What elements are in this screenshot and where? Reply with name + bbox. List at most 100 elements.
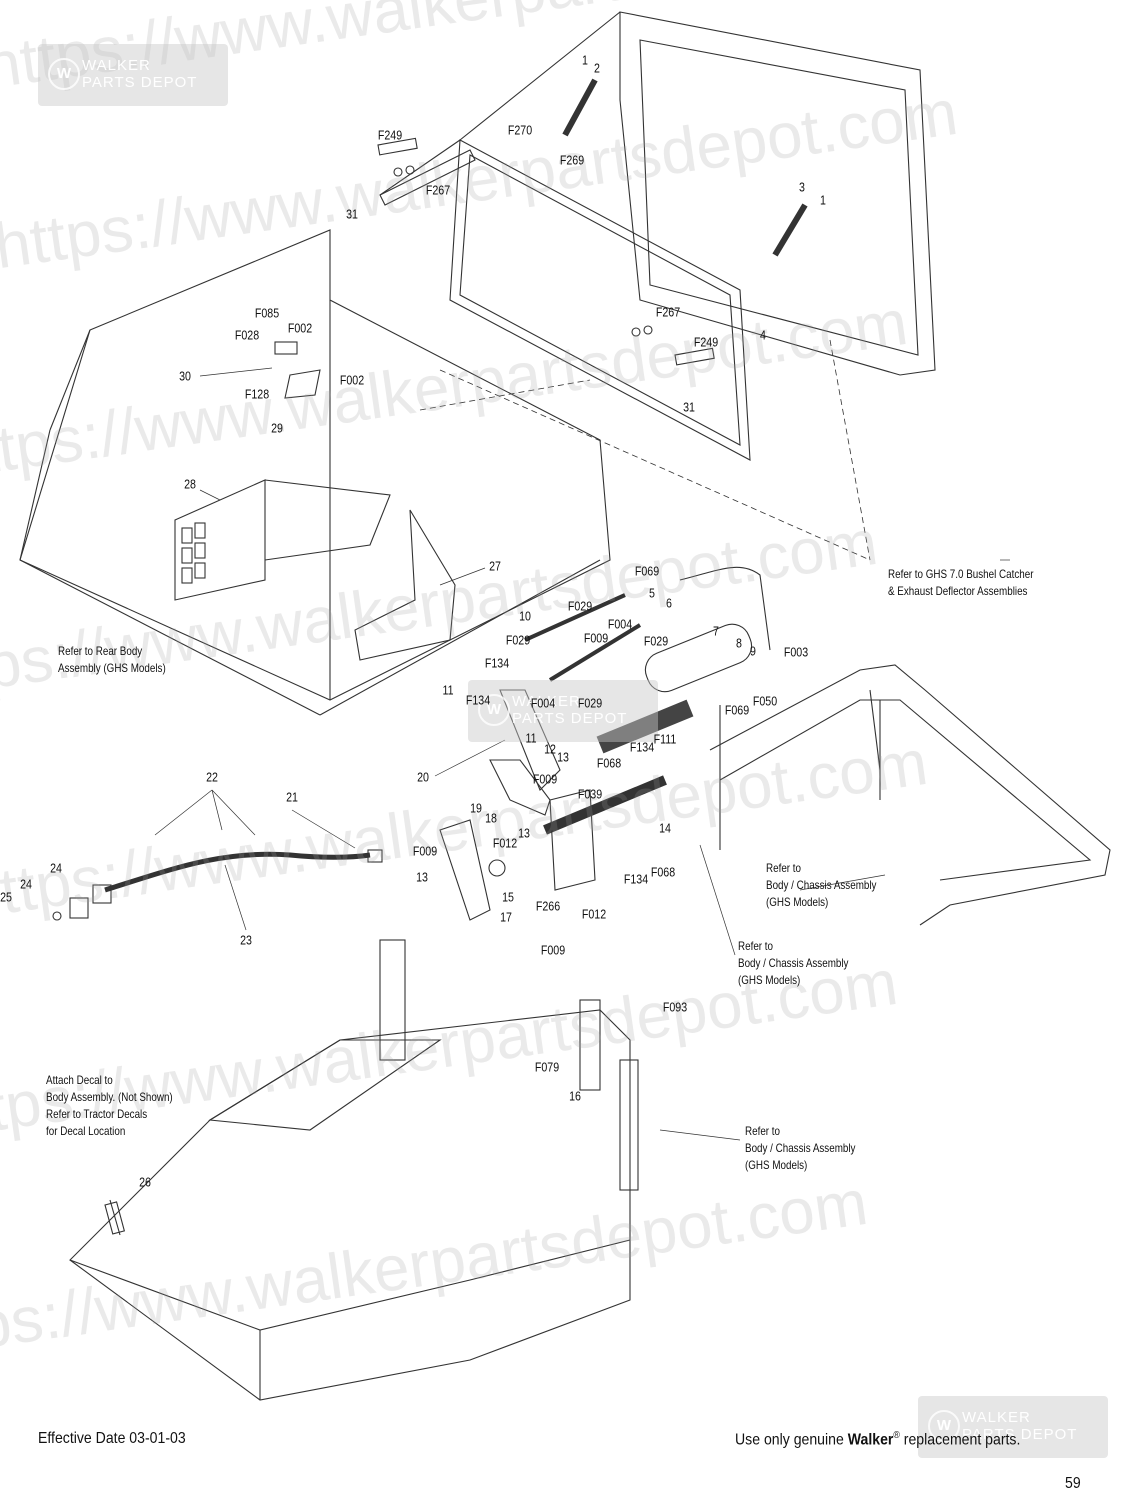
callout: F050 <box>752 693 778 709</box>
callout: 1 <box>582 52 588 68</box>
callout: F004 <box>607 616 633 632</box>
actuator-assembly <box>439 566 771 921</box>
callout: F267 <box>655 304 681 320</box>
callout: F009 <box>540 942 566 958</box>
callout: 20 <box>417 769 429 785</box>
callout: 9 <box>750 643 756 659</box>
callout: 19 <box>470 800 482 816</box>
callout: F029 <box>505 632 531 648</box>
callout: F270 <box>507 122 533 138</box>
callout: 24 <box>20 876 32 892</box>
callout: F029 <box>577 695 603 711</box>
callout: 5 <box>649 585 655 601</box>
callout: 11 <box>525 730 537 746</box>
callout: 11 <box>442 682 454 698</box>
callout: 13 <box>557 749 569 765</box>
callout: F079 <box>534 1059 560 1075</box>
callout: F003 <box>783 644 809 660</box>
reference-lines <box>419 339 871 561</box>
watermark-logo: W WALKER PARTS DEPOT <box>468 680 658 742</box>
logo-line1: WALKER <box>82 57 151 74</box>
effective-date: Effective Date 03-01-03 <box>38 1430 186 1447</box>
callout: F134 <box>623 871 649 887</box>
notice-prefix: Use only genuine <box>735 1431 848 1449</box>
callout: 16 <box>569 1088 581 1104</box>
callout: F111 <box>653 731 677 747</box>
latch-parts <box>274 78 808 399</box>
callout: 28 <box>184 476 196 492</box>
callout: 26 <box>139 1174 151 1190</box>
watermark-logo: W WALKER PARTS DEPOT <box>38 44 228 106</box>
callout: F128 <box>244 386 270 402</box>
callout: 7 <box>713 623 719 639</box>
callout: F012 <box>581 906 607 922</box>
registered-mark: ® <box>893 1430 900 1441</box>
callout: F012 <box>492 835 518 851</box>
callout: F269 <box>559 152 585 168</box>
callout: F029 <box>643 633 669 649</box>
callout: 25 <box>0 889 12 905</box>
callout: F249 <box>693 334 719 350</box>
logo-line1: WALKER <box>512 693 581 710</box>
callout: 22 <box>206 769 218 785</box>
bushel-catcher-frame <box>379 11 936 461</box>
callout: 13 <box>416 869 428 885</box>
callout: F004 <box>530 695 556 711</box>
callout: F134 <box>629 739 655 755</box>
logo-line2: PARTS DEPOT <box>82 74 198 91</box>
note-bushel-catcher: Refer to GHS 7.0 Bushel Catcher& Exhaust… <box>888 567 1034 598</box>
callout: F009 <box>412 843 438 859</box>
callout: F002 <box>287 320 313 336</box>
callout: 4 <box>760 327 766 343</box>
callout: 3 <box>799 179 805 195</box>
callout: F266 <box>535 898 561 914</box>
wire-harness <box>52 849 383 921</box>
chassis <box>69 939 639 1401</box>
callout: 23 <box>240 932 252 948</box>
logo-line2: PARTS DEPOT <box>512 710 628 727</box>
callout: 31 <box>346 206 358 222</box>
callout: 8 <box>736 635 742 651</box>
callout: F134 <box>465 692 491 708</box>
callout: 1 <box>820 192 826 208</box>
callout: 12 <box>544 741 556 757</box>
callout: 14 <box>659 820 671 836</box>
lift-frame <box>709 664 1111 926</box>
callout: 30 <box>179 368 191 384</box>
leader-lines <box>154 367 1010 1141</box>
side-panel <box>354 509 456 661</box>
watermark-logo: W WALKER PARTS DEPOT <box>918 1396 1108 1458</box>
callout: F069 <box>724 702 750 718</box>
callout: F085 <box>254 305 280 321</box>
callout: F267 <box>425 182 451 198</box>
callout: 17 <box>500 909 512 925</box>
callout: 2 <box>594 60 600 76</box>
logo-mark-icon: W <box>48 58 80 90</box>
callout: 29 <box>271 420 283 436</box>
logo-line2: PARTS DEPOT <box>962 1426 1078 1443</box>
rear-body-hopper <box>19 229 611 716</box>
genuine-parts-notice: Use only genuine Walker® replacement par… <box>735 1430 1020 1449</box>
callout: F039 <box>577 786 603 802</box>
callout: F009 <box>583 630 609 646</box>
callout: F028 <box>234 327 260 343</box>
callout: F134 <box>484 655 510 671</box>
callout: F029 <box>567 598 593 614</box>
callout: F002 <box>339 372 365 388</box>
callout: F009 <box>532 771 558 787</box>
callout: 27 <box>489 558 501 574</box>
callout: F069 <box>634 563 660 579</box>
callout: F249 <box>377 127 403 143</box>
page-number: 59 <box>1065 1475 1081 1492</box>
callout: 18 <box>485 810 497 826</box>
callout: 13 <box>518 825 530 841</box>
logo-mark-icon: W <box>928 1410 960 1442</box>
grill-panel <box>174 479 391 601</box>
callout: 21 <box>286 789 298 805</box>
